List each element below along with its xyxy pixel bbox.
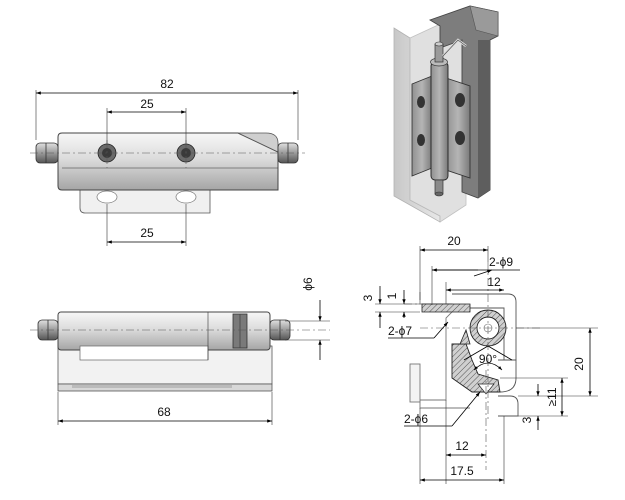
dim-hole-d9: 2-ϕ9 [489,255,513,269]
hinge-leaf-right [445,77,471,179]
front-view: ϕ6 68 [30,277,330,425]
isometric-illustration [393,5,499,223]
dim-leaf-length: 68 [157,405,171,419]
dim-min-11: ≥11 [545,387,559,406]
dim-hole-d7: 2-ϕ7 [388,324,412,338]
hinge-leaf-left [411,75,433,177]
dim-width-17-5: 17.5 [450,464,474,478]
dim-thickness-3-bottom: 3 [520,416,534,423]
dim-pin-diameter: ϕ6 [301,277,315,291]
dim-1: 1 [385,292,399,299]
dim-offset-12-top: 12 [487,275,501,289]
dim-thickness-3-top: 3 [361,294,375,301]
section-view: 90° 20 2-ϕ9 12 3 1 2-ϕ7 20 [361,234,598,484]
top-view: 82 25 25 [30,77,305,246]
dim-hole-spacing-bottom: 25 [140,226,154,240]
dim-overall-length: 82 [160,77,174,91]
dim-hole-spacing-top: 25 [140,97,154,111]
dim-width-20: 20 [447,234,461,248]
dim-angle: 90° [479,352,497,366]
hinge-barrel [430,61,449,181]
dim-height-20: 20 [572,357,586,371]
hinge-pin-top [434,43,444,63]
top-view-knuckle [237,132,279,153]
top-view-lower-hole-right [175,190,197,204]
dim-offset-12-bottom: 12 [455,439,469,453]
section-leaf-upper [421,303,471,313]
top-view-lower-hole-left [96,190,118,204]
top-view-body [57,132,279,191]
dim-hole-d6: 2-ϕ6 [404,412,428,426]
